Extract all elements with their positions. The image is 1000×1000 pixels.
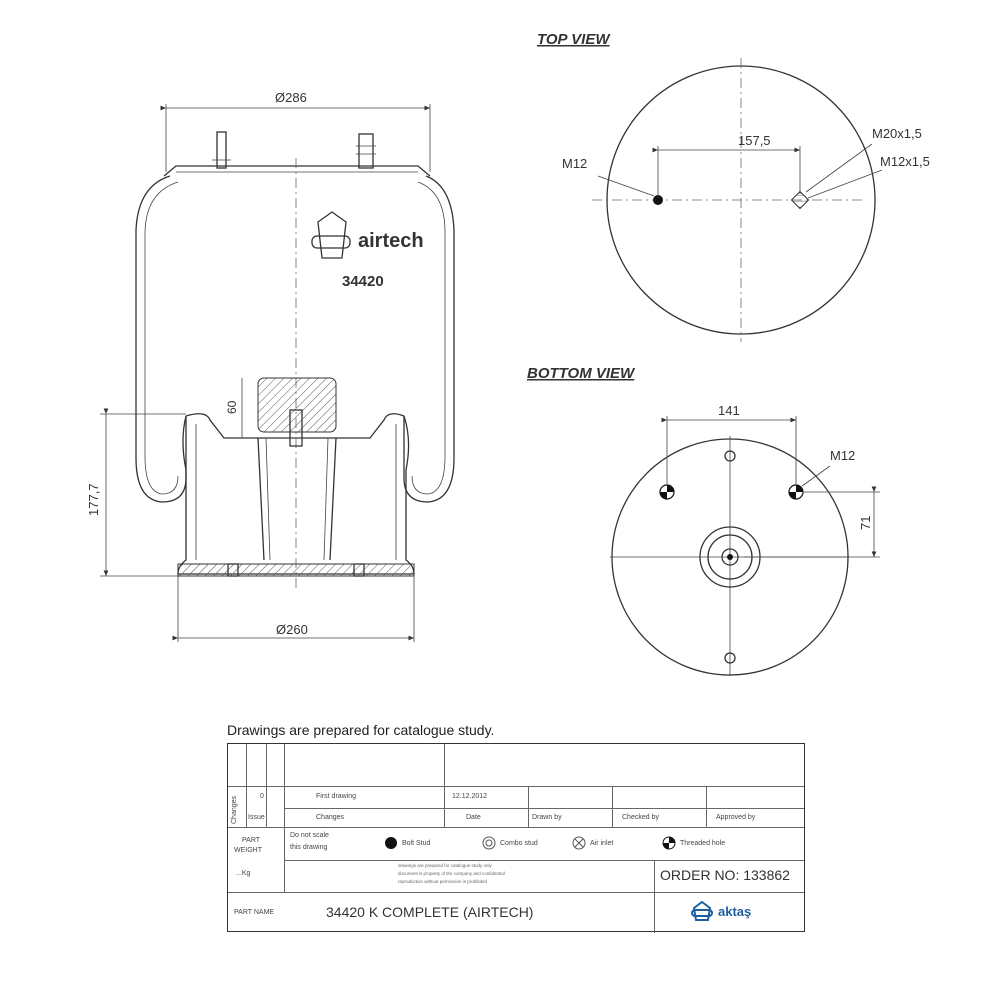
changes-side-label: Changes xyxy=(231,795,238,824)
rev-changes: First drawing xyxy=(316,793,357,800)
bottom-right-hole-mark xyxy=(788,484,804,500)
bottom-spacing-label: 141 xyxy=(718,403,740,418)
bottom-hole-label: M12 xyxy=(830,448,855,463)
piston-dim-label: 60 xyxy=(225,400,239,414)
bottom-left-hole-mark xyxy=(659,484,675,500)
part-label: PART xyxy=(242,837,261,844)
bottom-offset-label: 71 xyxy=(858,516,873,530)
bottom-view-title: BOTTOM VIEW xyxy=(527,365,636,382)
part-name: 34420 K COMPLETE (AIRTECH) xyxy=(326,904,534,920)
catalogue-note: Drawings are prepared for catalogue stud… xyxy=(227,722,495,738)
legend-threaded-hole: Threaded hole xyxy=(680,840,726,847)
bolt-stud-icon xyxy=(385,837,397,849)
header-date: Date xyxy=(466,814,481,821)
header-drawn-by: Drawn by xyxy=(532,814,562,821)
rev-date: 12.12.2012 xyxy=(452,793,488,800)
side-view: Ø286 airtech 34420 xyxy=(86,90,455,642)
order-number: ORDER NO: 133862 xyxy=(660,867,790,883)
top-view: TOP VIEW 157,5 M12 M20x1,5 M12x1,5 xyxy=(537,31,930,342)
scale-note-1: Do not scale xyxy=(290,832,329,839)
aktas-logo-icon xyxy=(691,900,713,921)
part-name-label: PART NAME xyxy=(234,909,275,916)
combo-stud-icon xyxy=(482,836,496,850)
rev-number: 0 xyxy=(260,793,264,800)
fine-print-1: drawings are prepared for catalogue stud… xyxy=(398,863,492,868)
fine-print-2: document is property of the company and … xyxy=(398,871,505,876)
kg-label: ...Kg xyxy=(236,870,251,877)
height-label: 177,7 xyxy=(86,483,101,516)
top-left-hole-label: M12 xyxy=(562,156,587,171)
title-block: 0 First drawing 12.12.2012 Issue Changes… xyxy=(227,743,805,933)
weight-label: WEIGHT xyxy=(234,847,262,854)
top-spacing-label: 157,5 xyxy=(738,133,771,148)
bottom-diameter-label: Ø260 xyxy=(276,622,308,637)
brand-label: airtech xyxy=(358,230,424,252)
technical-drawing: Ø286 airtech 34420 xyxy=(86,31,930,676)
legend-air-inlet: Air inlet xyxy=(590,840,614,847)
top-view-title: TOP VIEW xyxy=(537,31,611,48)
part-code-label: 34420 xyxy=(342,273,384,290)
air-inlet-icon xyxy=(572,836,586,850)
company-name: aktaş xyxy=(718,904,752,919)
header-checked-by: Checked by xyxy=(622,814,659,821)
top-diameter-label: Ø286 xyxy=(275,90,307,105)
left-hole-mark xyxy=(653,195,663,205)
bottom-view: BOTTOM VIEW 141 M12 71 xyxy=(527,365,880,676)
scale-note-2: this drawing xyxy=(290,844,328,851)
legend-bolt-stud: Bolt Stud xyxy=(402,840,431,847)
fine-print-3: reproduction without permission is prohi… xyxy=(398,879,488,884)
top-right-hole-1-label: M20x1,5 xyxy=(872,126,922,141)
header-changes: Changes xyxy=(316,814,345,821)
top-right-hole-2-label: M12x1,5 xyxy=(880,154,930,169)
header-issue: Issue xyxy=(248,814,265,821)
legend-combo-stud: Combo stud xyxy=(500,840,538,847)
right-hole-mark xyxy=(790,190,810,210)
header-approved-by: Approved by xyxy=(716,814,756,821)
threaded-hole-icon xyxy=(662,836,676,850)
